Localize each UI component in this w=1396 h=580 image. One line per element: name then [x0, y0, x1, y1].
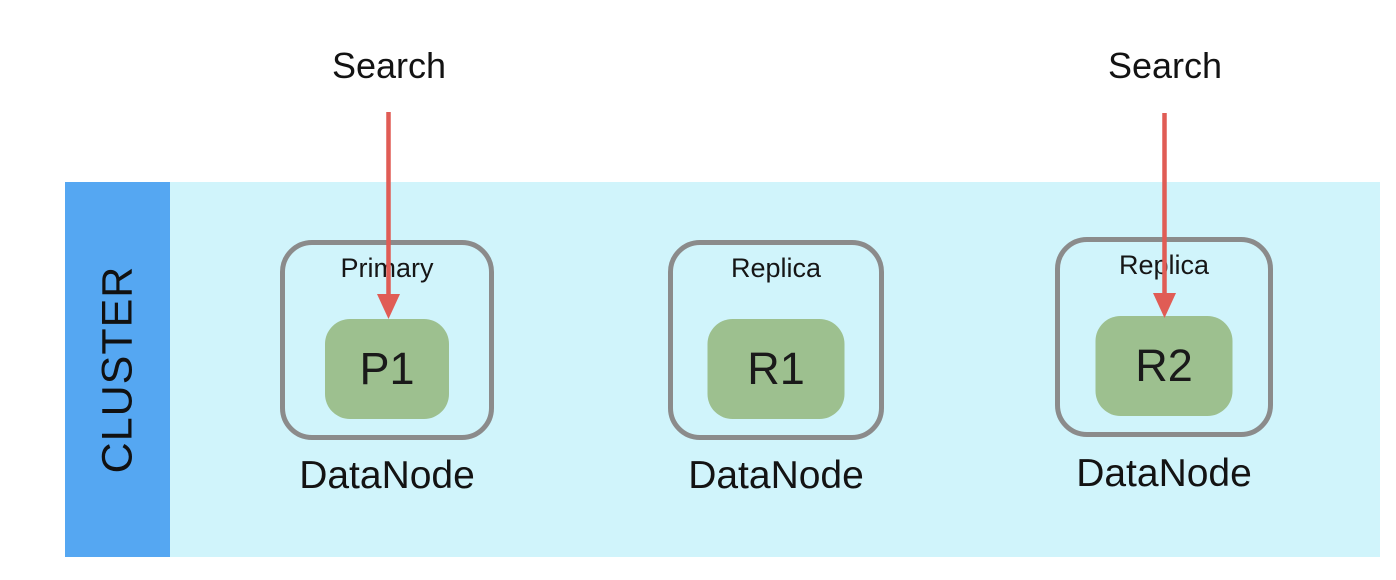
shard-replica-r2: R2	[1095, 316, 1233, 416]
datanode-caption: DataNode	[299, 454, 475, 497]
cluster-sidebar: CLUSTER	[65, 182, 170, 557]
datanode-box-primary: Primary P1	[280, 240, 494, 440]
search-request-label-right: Search	[1107, 45, 1223, 86]
shard-primary-p1: P1	[325, 319, 449, 419]
shard-role-label: Replica	[730, 253, 822, 283]
cluster-title: CLUSTER	[93, 265, 142, 474]
datanode-box-replica-1: Replica R1	[668, 240, 884, 440]
datanode-caption: DataNode	[688, 454, 864, 497]
datanode-caption: DataNode	[1076, 452, 1252, 495]
shard-role-label: Replica	[1118, 250, 1210, 280]
search-request-label-left: Search	[331, 45, 447, 86]
shard-role-label: Primary	[340, 253, 434, 283]
shard-replica-r1: R1	[707, 319, 845, 419]
datanode-box-replica-2: Replica R2	[1055, 237, 1273, 437]
